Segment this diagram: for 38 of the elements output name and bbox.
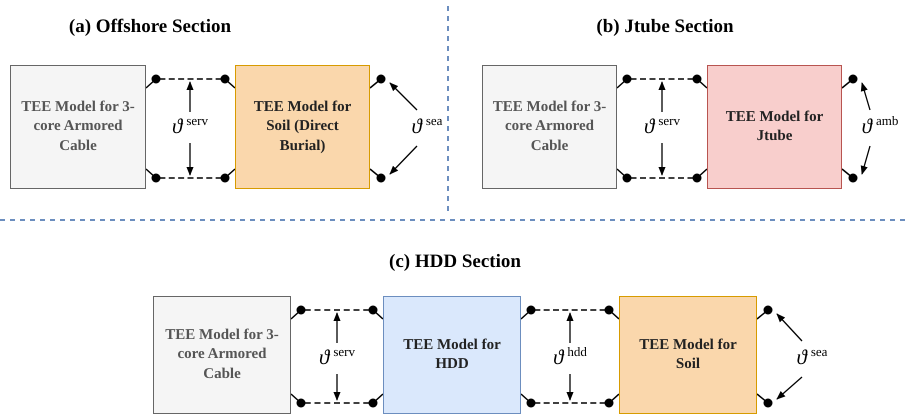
model-box bbox=[482, 65, 617, 189]
connector bbox=[616, 168, 708, 179]
section-title: (a) Offshore Section bbox=[68, 16, 232, 38]
temperature-label: ϑ$^{serv}$ bbox=[644, 113, 680, 139]
model-box bbox=[383, 296, 521, 414]
box-label: TEE Model for Soil (Direct Burial) bbox=[252, 98, 352, 156]
box-label: TEE Model for 3-core Armored Cable bbox=[164, 326, 280, 384]
box-label: TEE Model for 3-core Armored Cable bbox=[492, 98, 608, 156]
model-box bbox=[10, 65, 146, 189]
connector bbox=[520, 393, 620, 404]
model-box bbox=[235, 65, 370, 189]
connector bbox=[842, 74, 858, 89]
connector bbox=[290, 393, 384, 404]
box-label: TEE Model for Jtube bbox=[724, 108, 824, 146]
connector bbox=[146, 78, 236, 89]
connector bbox=[842, 168, 858, 182]
temperature-label: ϑ$^{serv}$ bbox=[319, 344, 355, 370]
connector bbox=[756, 393, 772, 408]
temperature-label: ϑ$^{amb}$ bbox=[862, 113, 898, 139]
connector bbox=[146, 168, 236, 179]
section-title: (c) HDD Section bbox=[389, 251, 521, 273]
model-box bbox=[707, 65, 842, 189]
temperature-label: ϑ$^{sea}$ bbox=[412, 113, 442, 139]
box-label: TEE Model for Soil bbox=[638, 336, 738, 374]
section-title: (b) Jtube Section bbox=[596, 16, 734, 38]
connector bbox=[290, 309, 384, 320]
temperature-label: ϑ$^{sea}$ bbox=[796, 344, 828, 370]
connector bbox=[370, 168, 386, 182]
model-box bbox=[619, 296, 757, 414]
connector bbox=[756, 306, 772, 320]
model-box bbox=[153, 296, 291, 414]
connector bbox=[370, 74, 386, 89]
temperature-label: ϑ$^{hdd}$ bbox=[553, 344, 587, 370]
connector bbox=[616, 78, 708, 89]
box-label: TEE Model for HDD bbox=[402, 336, 502, 374]
connector bbox=[520, 309, 620, 320]
temperature-label: ϑ$^{serv}$ bbox=[172, 113, 208, 139]
box-label: TEE Model for 3-core Armored Cable bbox=[20, 98, 136, 156]
